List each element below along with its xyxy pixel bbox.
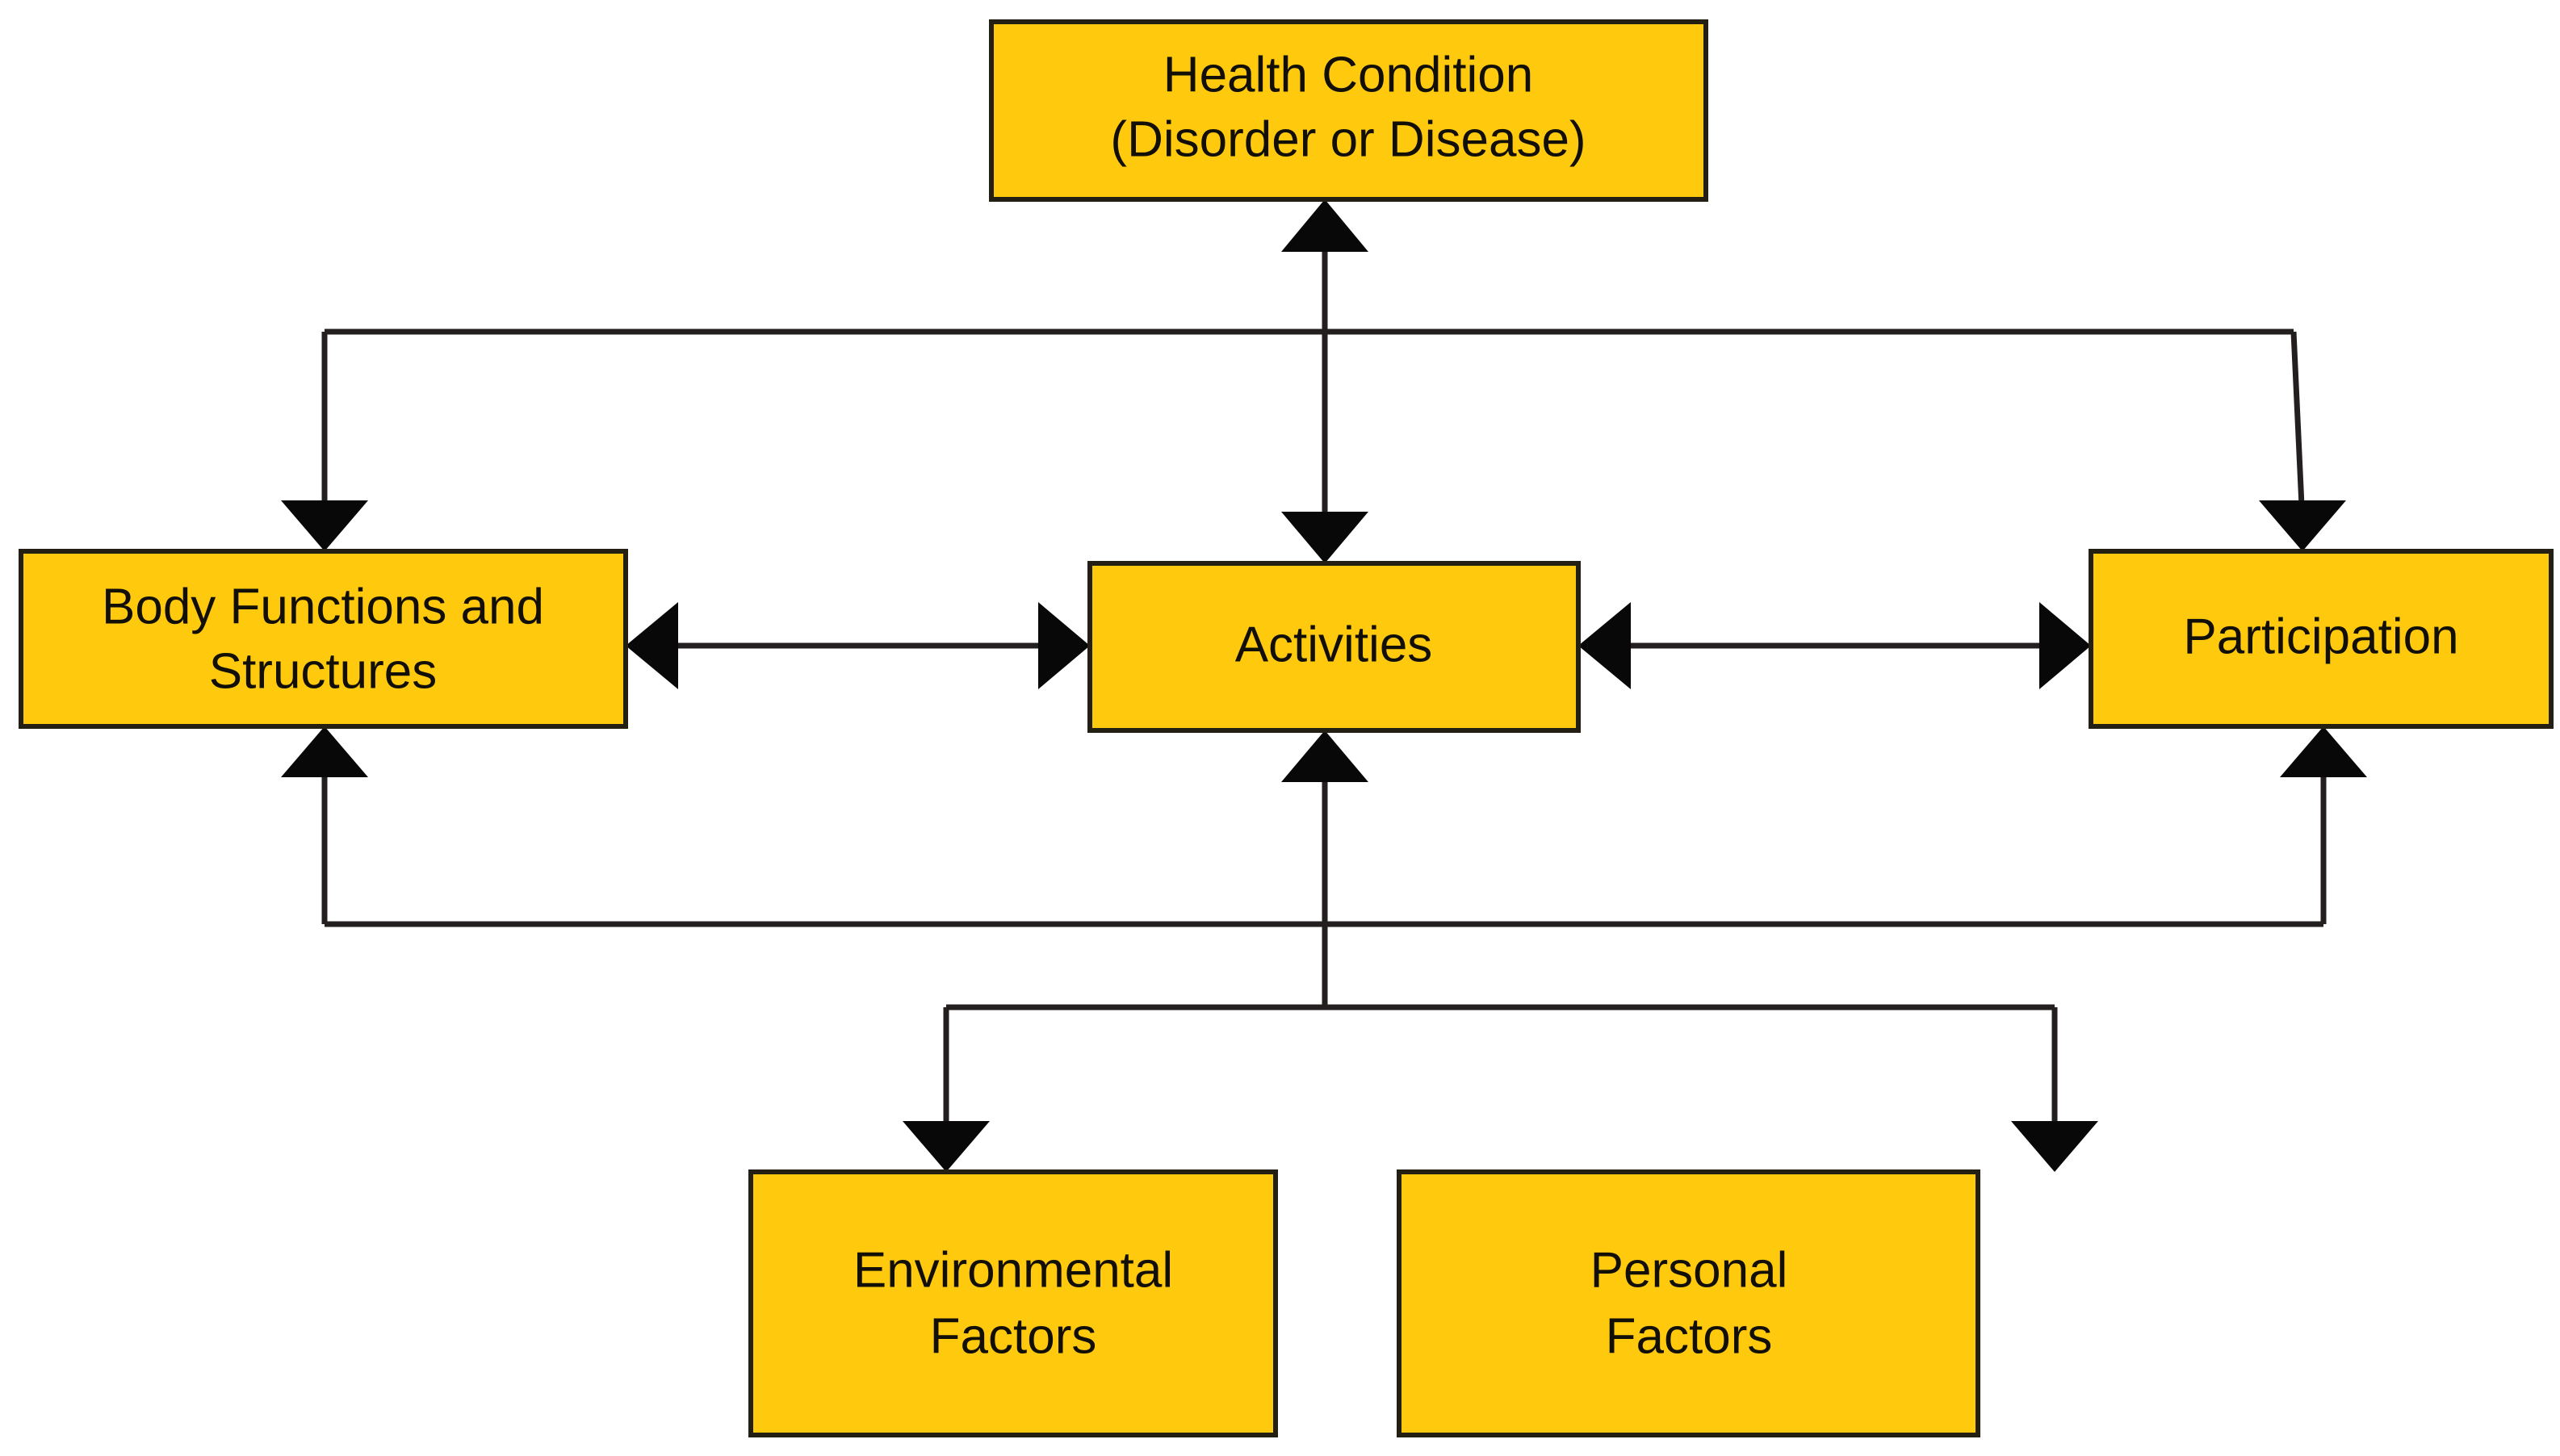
environmental-factors-box[interactable] <box>748 1169 1278 1437</box>
arrowhead-right-activities <box>1038 602 1090 689</box>
activities-box[interactable] <box>1087 561 1581 733</box>
arrowhead-left-activities <box>1578 602 1631 689</box>
health-condition-box[interactable] <box>989 19 1708 202</box>
connector-fork-to-factors <box>903 1004 2098 1172</box>
node-personal-factors[interactable]: Personal Factors <box>1397 1169 1980 1437</box>
connector-activities-to-participation <box>1578 602 2091 689</box>
personal-factors-box[interactable] <box>1397 1169 1980 1437</box>
activities-label: Activities <box>1235 617 1433 672</box>
connector-health-condition-to-activities <box>1281 199 1368 563</box>
arrowhead-left-body-functions <box>626 602 678 689</box>
health-condition-label-line1: Health Condition <box>1163 47 1533 103</box>
connector-health-condition-to-participation <box>1325 328 2346 551</box>
bracket-down-right-vertical <box>2290 331 2306 524</box>
arrowhead-up-health-condition <box>1281 199 1368 252</box>
arrowhead-down-participation <box>2259 500 2346 551</box>
node-activities[interactable]: Activities <box>1087 561 1581 733</box>
connector-factors-to-activities <box>1281 730 1368 1007</box>
personal-factors-label-line1: Personal <box>1590 1242 1788 1298</box>
connector-health-condition-to-body-functions <box>281 328 1325 551</box>
arrowhead-down-body-functions <box>281 500 368 551</box>
body-functions-label-line1: Body Functions and <box>102 579 544 634</box>
health-condition-label-line2: (Disorder or Disease) <box>1110 111 1586 167</box>
arrowhead-down-personal-factors <box>2011 1121 2098 1172</box>
node-participation[interactable]: Participation <box>2089 549 2554 729</box>
connector-body-functions-to-activities <box>626 602 1090 689</box>
node-environmental-factors[interactable]: Environmental Factors <box>748 1169 1278 1437</box>
arrowhead-down-activities <box>1281 512 1368 563</box>
environmental-factors-label-line1: Environmental <box>853 1242 1173 1298</box>
environmental-factors-label-line2: Factors <box>930 1308 1097 1364</box>
arrowhead-up-activities <box>1281 730 1368 782</box>
node-health-condition[interactable]: Health Condition (Disorder or Disease) <box>989 19 1708 202</box>
node-body-functions-and-structures[interactable]: Body Functions and Structures <box>19 549 628 729</box>
arrowhead-up-body-functions <box>281 726 368 777</box>
arrowhead-right-participation <box>2039 602 2091 689</box>
body-functions-label-line2: Structures <box>209 643 438 699</box>
body-functions-and-structures-box[interactable] <box>19 549 628 729</box>
arrowhead-down-environmental-factors <box>903 1121 990 1172</box>
arrowhead-up-participation <box>2280 726 2367 777</box>
participation-box[interactable] <box>2089 549 2554 729</box>
participation-label: Participation <box>2183 609 2458 664</box>
personal-factors-label-line2: Factors <box>1606 1308 1773 1364</box>
